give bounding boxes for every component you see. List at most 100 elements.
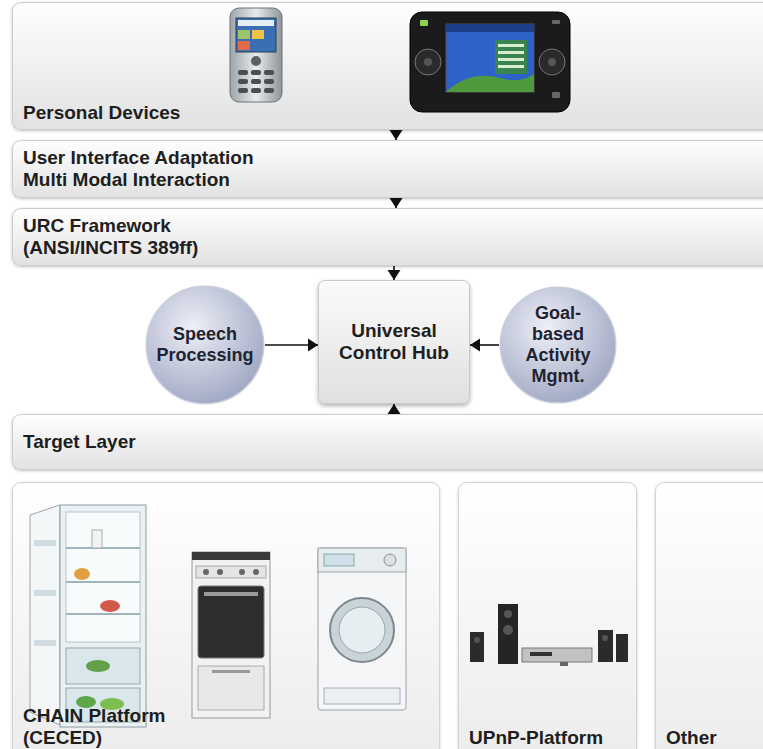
- illustration-part: [192, 552, 270, 560]
- illustration-part: [251, 79, 261, 84]
- illustration-part: [410, 12, 570, 112]
- illustration-part: [198, 586, 264, 658]
- node-label: Target Layer: [23, 431, 762, 453]
- illustration-part: [238, 79, 248, 84]
- process-circle: Speech Processing: [145, 285, 265, 405]
- illustration-part: [598, 630, 613, 662]
- illustration-part: [198, 666, 264, 710]
- illustration-part: [324, 554, 354, 566]
- illustration-part: [230, 8, 282, 102]
- illustration-part: [251, 88, 261, 93]
- arrow-head: [470, 339, 480, 352]
- illustration-part: [539, 49, 565, 75]
- node-label: Other: [666, 727, 763, 749]
- hifi-illustration: [458, 482, 637, 749]
- illustration-part: [203, 569, 209, 575]
- illustration-part: [324, 688, 400, 704]
- layer-band: URC Framework(ANSI/INCITS 389ff): [12, 208, 763, 266]
- platform-panel: UPnP-Platform: [458, 482, 637, 749]
- illustration-part: [92, 530, 102, 548]
- illustration-part: [66, 648, 140, 684]
- illustration-part: [474, 637, 480, 643]
- illustration-part: [424, 58, 432, 66]
- platform-panel: CHAIN Platform(CECED): [12, 482, 440, 749]
- fridge: [30, 505, 146, 727]
- node-label: (CECED): [23, 727, 429, 749]
- illustration-part: [212, 670, 250, 673]
- illustration-part: [498, 604, 518, 664]
- illustration-part: [504, 610, 512, 618]
- illustration-part: [522, 648, 592, 662]
- illustration-part: [384, 554, 396, 566]
- illustration-part: [470, 632, 484, 662]
- media-player: [410, 12, 570, 112]
- speaker-set: [470, 604, 628, 666]
- illustration-part: [318, 548, 406, 572]
- illustration-part: [217, 569, 223, 575]
- illustration-part: [330, 598, 394, 662]
- arrow-head: [388, 270, 401, 280]
- illustration-part: [446, 74, 534, 92]
- illustration-part: [498, 44, 524, 47]
- illustration-part: [239, 569, 245, 575]
- illustration-part: [339, 607, 385, 653]
- illustration-part: [498, 65, 524, 68]
- illustration-part: [264, 88, 274, 93]
- illustration-part: [236, 18, 276, 52]
- illustration-part: [602, 635, 608, 641]
- illustration-part: [30, 505, 60, 725]
- illustration-part: [66, 512, 140, 642]
- connector-arrow: [470, 339, 499, 352]
- illustration-part: [196, 566, 266, 578]
- illustration-part: [238, 41, 250, 50]
- illustration-part: [34, 590, 56, 596]
- illustration-part: [253, 569, 259, 575]
- illustration-part: [446, 24, 534, 92]
- illustration-part: [530, 652, 552, 656]
- illustration-part: [415, 49, 441, 75]
- illustration-part: [238, 20, 274, 26]
- illustration-part: [60, 505, 146, 727]
- arrow-head: [388, 404, 401, 414]
- platform-panel: Other: [655, 482, 763, 749]
- mobile-phone: [230, 8, 282, 102]
- node-label: URC Framework: [23, 215, 762, 237]
- illustration-part: [238, 88, 248, 93]
- illustration-part: [204, 592, 258, 596]
- illustration-part: [552, 20, 560, 24]
- connector-arrow: [388, 266, 401, 280]
- illustration-part: [495, 40, 527, 74]
- connector-arrow: [265, 339, 318, 352]
- node-label: Universal Control Hub: [327, 320, 461, 364]
- circle-shape: [500, 287, 616, 403]
- illustration-part: [74, 568, 90, 580]
- arrow-head: [390, 198, 403, 208]
- illustration-part: [420, 20, 428, 26]
- illustration-part: [548, 58, 556, 66]
- connector-arrow: [390, 130, 403, 140]
- illustration-part: [34, 540, 56, 546]
- illustration-part: [100, 600, 120, 612]
- illustration-part: [498, 51, 524, 54]
- layer-band: User Interface AdaptationMulti Modal Int…: [12, 140, 763, 198]
- illustration-part: [66, 613, 140, 615]
- illustration-part: [318, 548, 406, 710]
- node-label: (ANSI/INCITS 389ff): [23, 237, 762, 259]
- illustration-part: [251, 70, 261, 75]
- washing-machine: [318, 548, 406, 710]
- layer-band: Target Layer: [12, 414, 763, 470]
- illustration-part: [498, 58, 524, 61]
- connector-arrow: [388, 404, 401, 414]
- illustration-part: [616, 634, 628, 662]
- illustration-part: [238, 70, 248, 75]
- node-label: Personal Devices: [23, 102, 762, 124]
- illustration-part: [264, 70, 274, 75]
- process-circle: Goal-based Activity Mgmt.: [499, 286, 617, 404]
- illustration-part: [66, 581, 140, 583]
- illustration-part: [252, 30, 264, 39]
- illustration-part: [446, 24, 534, 32]
- illustration-part: [238, 30, 250, 39]
- oven: [192, 552, 270, 718]
- illustration-part: [552, 92, 560, 98]
